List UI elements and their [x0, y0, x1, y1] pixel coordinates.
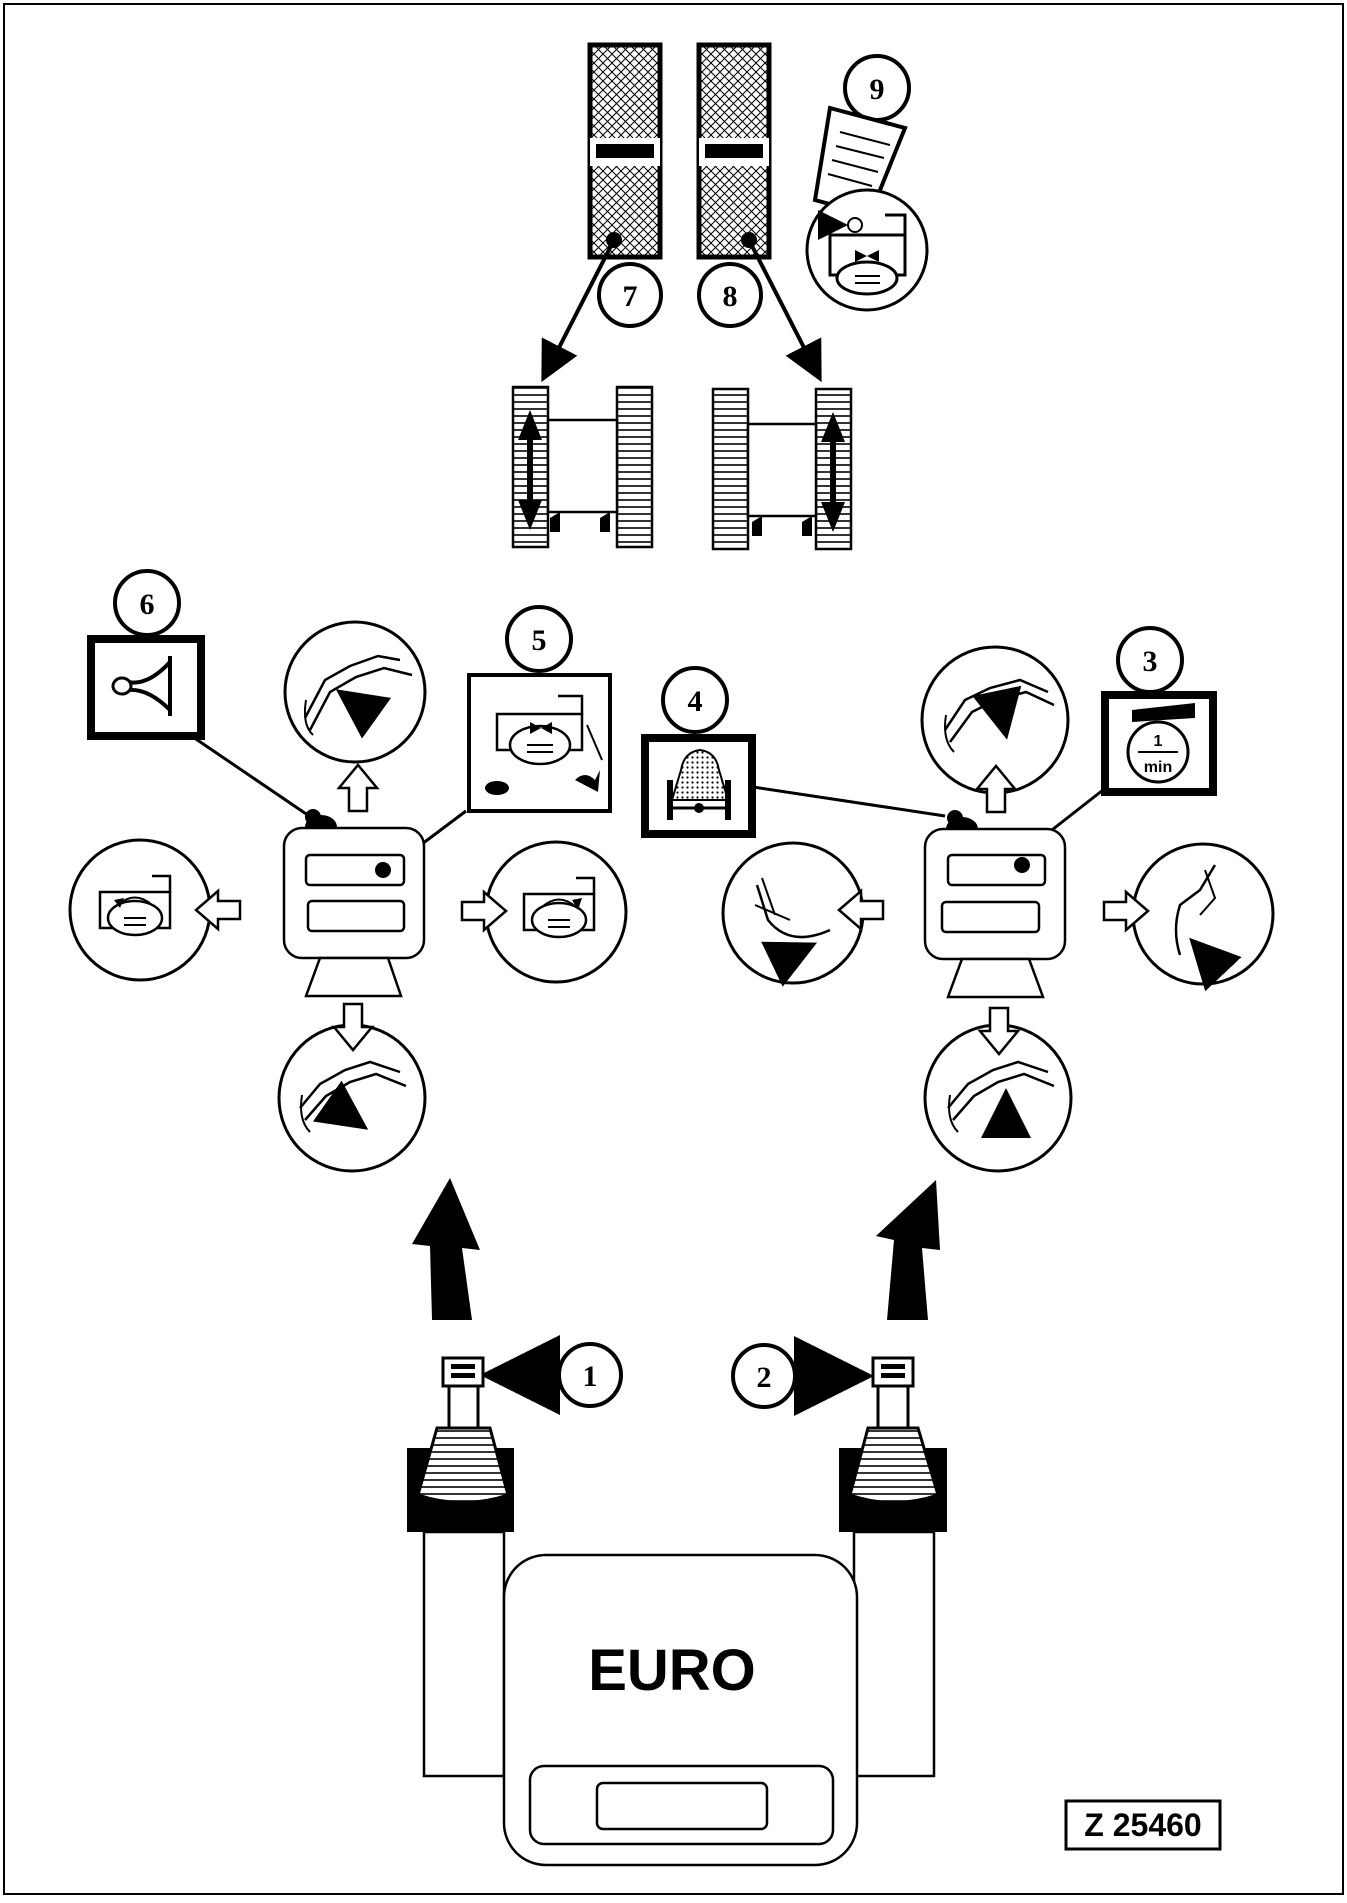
left-pedal-arrow — [541, 243, 614, 383]
console-label: EURO — [588, 1638, 756, 1703]
left-joystick-body — [407, 1356, 514, 1778]
callout-8-label: 8 — [723, 280, 738, 313]
left-travel-pedal — [587, 42, 663, 260]
callout-2-label: 2 — [757, 1361, 772, 1394]
callout-7: 7 — [597, 262, 663, 328]
right-left-arrow — [837, 888, 885, 932]
left-right-arrow — [460, 889, 508, 933]
left-big-arrow — [412, 1178, 480, 1320]
left-up-arrow — [336, 763, 380, 813]
right-joystick-head — [923, 810, 1067, 999]
outer-frame — [3, 3, 1344, 1895]
left-track-diagram — [511, 385, 654, 549]
callout-3-label: 3 — [1143, 645, 1158, 678]
float-leader-line — [752, 785, 946, 818]
callout-4: 4 — [661, 666, 729, 734]
right-down-arrow — [977, 1006, 1021, 1056]
callout-4-label: 4 — [688, 685, 703, 718]
callout-1-label: 1 — [583, 1360, 598, 1393]
rabbit-icon — [575, 770, 600, 792]
right-travel-pedal — [696, 42, 772, 260]
right-pedal-arrow — [749, 243, 822, 383]
horn-leader-line — [189, 733, 319, 824]
engine-speed-button-icon: 1 min — [1101, 691, 1217, 796]
figure-id: Z 25460 — [1084, 1807, 1201, 1843]
horn-button-icon — [87, 635, 205, 740]
right-up-arrow — [974, 764, 1018, 814]
travel-symbol-icon — [805, 188, 929, 312]
right-right-arrow — [1102, 889, 1150, 933]
right-bucket-dump-icon — [1131, 842, 1275, 992]
callout-7-label: 7 — [623, 280, 638, 313]
callout-8: 8 — [697, 262, 763, 328]
callout-1: 1 — [557, 1342, 623, 1408]
left-left-swing-icon — [68, 838, 212, 982]
right-bucket-curl-icon — [721, 841, 865, 987]
euro-console: EURO — [502, 1553, 859, 1867]
left-right-swing-icon — [484, 840, 628, 984]
left-joystick-head — [282, 809, 426, 998]
left-down-arrow — [331, 1002, 375, 1052]
callout-3: 3 — [1116, 626, 1184, 694]
right-big-arrow — [876, 1180, 940, 1320]
callout-5: 5 — [505, 605, 573, 673]
callout-5-label: 5 — [532, 624, 547, 657]
callout-2: 2 — [731, 1343, 797, 1409]
left-up-boom-icon — [283, 620, 427, 764]
rpm-numerator: 1 — [1154, 733, 1163, 750]
left-left-arrow — [194, 888, 242, 932]
callout-6: 6 — [113, 569, 181, 637]
figure-id-box: Z 25460 — [1064, 1799, 1222, 1851]
right-joystick-body — [839, 1356, 947, 1778]
callout-9: 9 — [843, 54, 911, 122]
dozer-float-button-icon — [641, 734, 756, 838]
travel-speed-button-icon — [467, 673, 612, 813]
callout-6-label: 6 — [140, 588, 155, 621]
turtle-icon — [485, 781, 509, 795]
callout-9-label: 9 — [870, 73, 885, 106]
rpm-denominator: min — [1144, 759, 1172, 776]
right-up-boom-icon — [920, 645, 1070, 795]
right-track-diagram — [711, 387, 853, 551]
